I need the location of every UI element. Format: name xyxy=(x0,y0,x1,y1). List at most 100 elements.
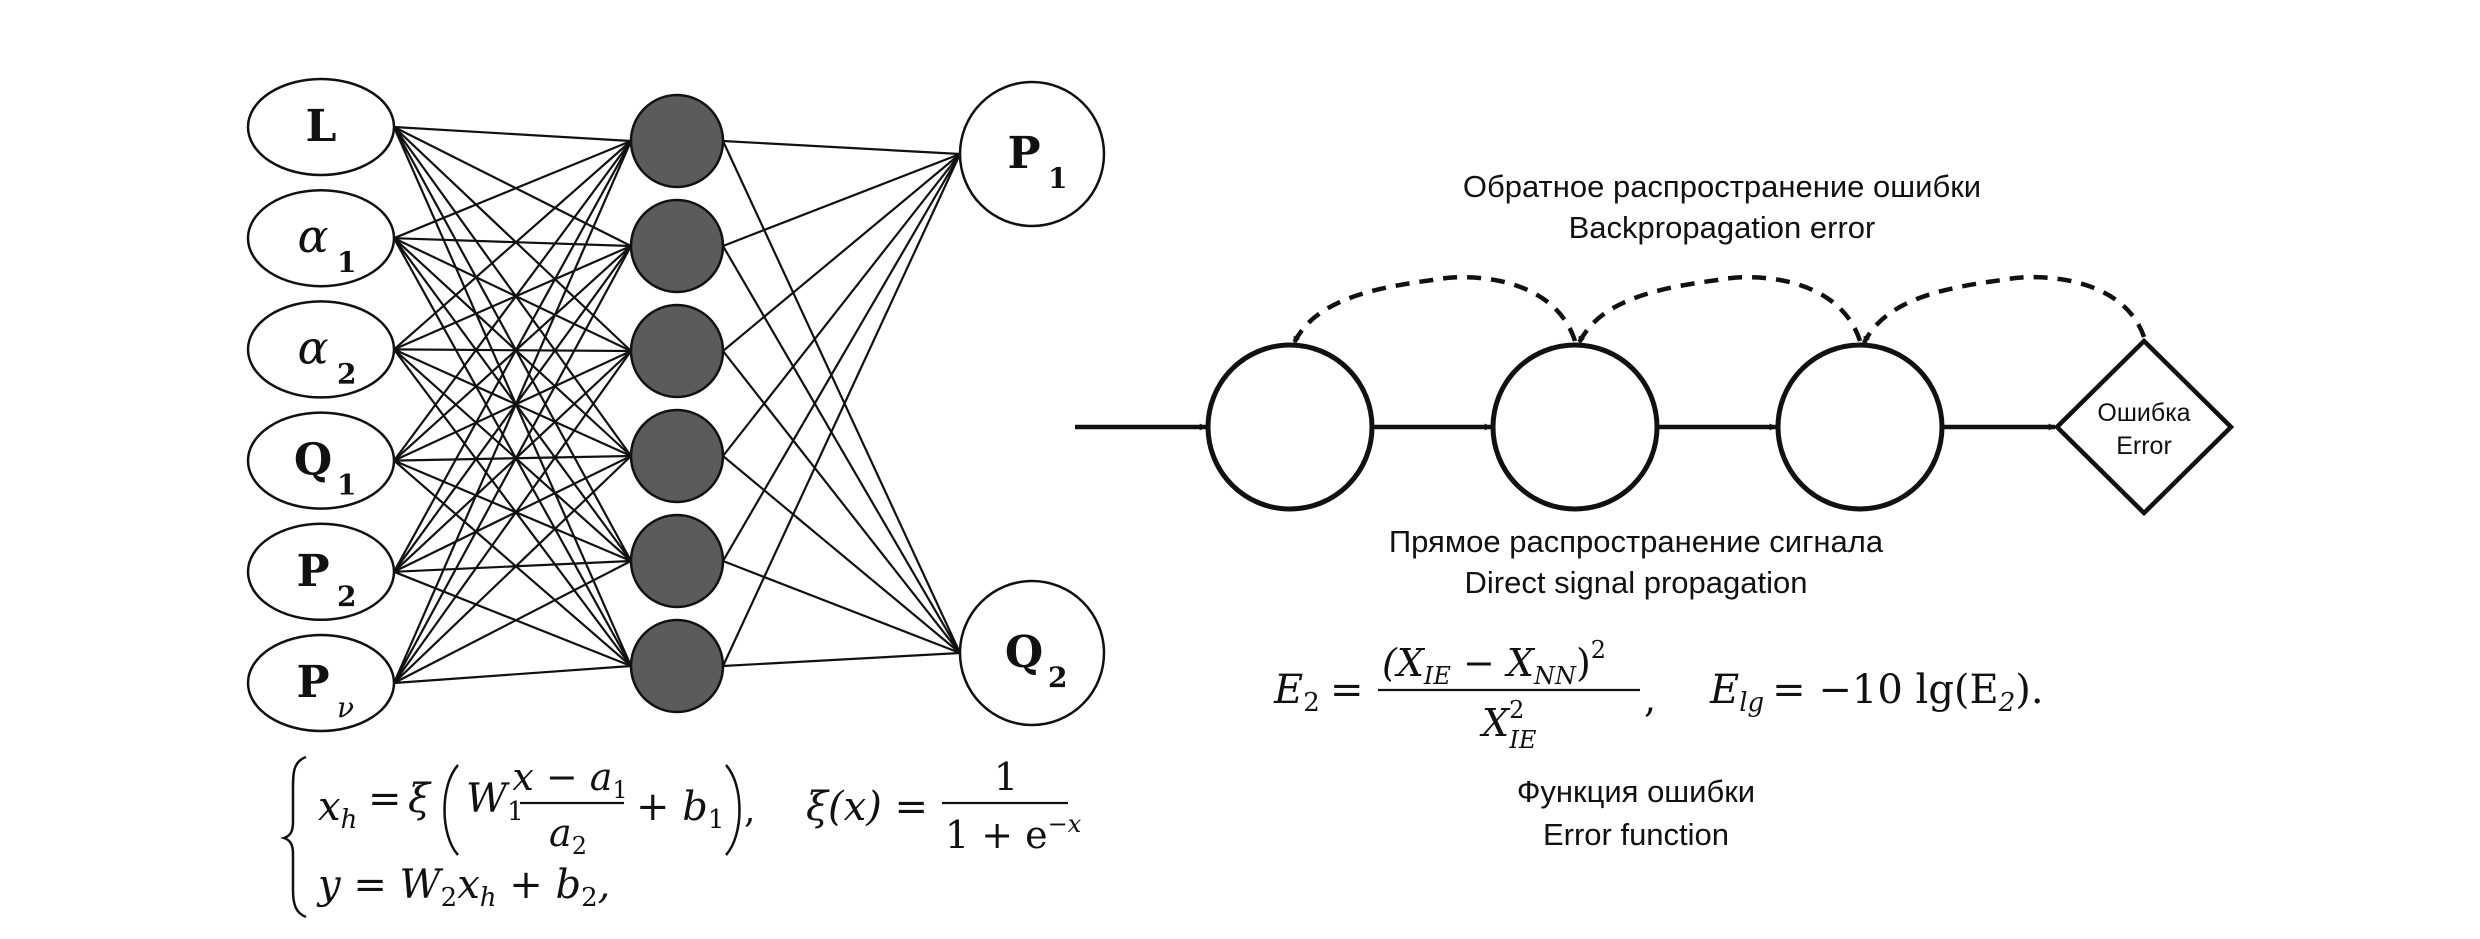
edge-input-2-hidden-0 xyxy=(393,140,632,351)
flow-neuron xyxy=(1490,342,1660,512)
formula-xi: ξ xyxy=(408,776,432,822)
formula-elg: Elg= −10 lg(E2). xyxy=(1709,667,2044,718)
edge-hidden-2-output-1 xyxy=(722,350,961,654)
edge-input-0-hidden-2 xyxy=(393,126,632,352)
edge-input-4-hidden-4 xyxy=(393,559,632,573)
formula-eq-1: = xyxy=(368,776,402,822)
hidden-node xyxy=(629,513,725,609)
input-node-shape xyxy=(246,188,396,288)
error-function-label-ru: Функция ошибки xyxy=(1517,774,1755,809)
input-node-label: Q xyxy=(294,435,332,486)
edge-input-5-hidden-2 xyxy=(393,350,632,684)
hidden-node xyxy=(629,198,725,294)
formula-row2: y = W2xh + b2, xyxy=(316,862,610,913)
error-comma: , xyxy=(1644,677,1656,721)
error-node-label-en: Error xyxy=(2116,432,2172,460)
input-node-subscript: ν xyxy=(337,691,354,724)
formula-plus-b1: + b1 xyxy=(636,784,724,835)
edge-input-4-hidden-5 xyxy=(393,570,632,668)
edge-hidden-4-output-1 xyxy=(722,559,961,655)
edge-input-3-hidden-0 xyxy=(393,140,632,462)
network-formula: xh = ξ W1 x − a1 a2 + b1 , ξ(x) = 1 1 + … xyxy=(280,755,1082,919)
left-brace xyxy=(280,755,307,919)
edge-input-5-hidden-0 xyxy=(392,140,633,684)
formula-e2-eq: = xyxy=(1330,667,1364,713)
edge-input-2-hidden-1 xyxy=(393,244,632,351)
network-connections xyxy=(392,125,961,685)
edge-hidden-3-output-0 xyxy=(722,153,961,457)
edge-input-2-hidden-3 xyxy=(393,348,632,458)
edge-input-2-hidden-5 xyxy=(393,348,632,667)
edge-input-0-hidden-5 xyxy=(392,126,633,667)
edge-hidden-0-output-0 xyxy=(722,139,961,156)
edge-hidden-5-output-0 xyxy=(722,153,961,667)
input-node: L xyxy=(246,77,396,177)
edge-input-5-hidden-5 xyxy=(393,664,632,685)
edge-input-2-hidden-4 xyxy=(393,348,632,562)
edge-input-1-hidden-1 xyxy=(393,237,632,248)
sigmoid-numerator: 1 xyxy=(994,755,1018,799)
edge-input-0-hidden-4 xyxy=(393,126,632,562)
forward-label-en: Direct signal propagation xyxy=(1465,565,1808,600)
edge-input-1-hidden-5 xyxy=(393,237,632,667)
forward-label: Прямое распространение сигнала Direct si… xyxy=(1389,524,1884,600)
flow-neuron xyxy=(1775,342,1945,512)
frac-denominator: a2 xyxy=(549,811,587,860)
frac-numerator: x − a1 xyxy=(512,755,627,804)
edge-hidden-0-output-1 xyxy=(722,140,961,654)
edge-input-4-hidden-3 xyxy=(393,455,632,573)
output-node-subscript: 1 xyxy=(1048,162,1067,195)
edge-hidden-3-output-1 xyxy=(722,455,961,654)
input-node-shape xyxy=(246,300,396,399)
edge-hidden-1-output-0 xyxy=(722,152,961,248)
backprop-arrow xyxy=(1291,274,1578,345)
edge-input-5-hidden-4 xyxy=(393,560,632,684)
input-node-subscript: 2 xyxy=(337,357,356,390)
edge-input-3-hidden-1 xyxy=(393,245,632,462)
error-node-diamond xyxy=(2053,337,2235,517)
edge-input-1-hidden-0 xyxy=(393,139,632,240)
input-node-subscript: 2 xyxy=(337,580,356,613)
formula-xh: xh xyxy=(318,784,357,835)
input-node-shape xyxy=(246,522,396,622)
backprop-label: Обратное распространение ошибки Backprop… xyxy=(1463,169,1981,245)
edge-input-4-hidden-0 xyxy=(393,140,632,573)
edge-hidden-5-output-1 xyxy=(722,651,961,668)
edge-input-3-hidden-3 xyxy=(393,454,632,462)
edge-input-3-hidden-5 xyxy=(393,459,632,667)
backprop-label-en: Backpropagation error xyxy=(1569,210,1876,245)
error-function-label-en: Error function xyxy=(1543,817,1729,852)
edge-input-0-hidden-1 xyxy=(393,126,632,247)
edge-input-5-hidden-3 xyxy=(393,455,632,684)
right-paren xyxy=(725,764,741,856)
edge-input-1-hidden-3 xyxy=(393,237,632,457)
input-node-shape xyxy=(246,633,396,733)
output-node-subscript: 2 xyxy=(1048,661,1067,694)
forward-label-ru: Прямое распространение сигнала xyxy=(1389,524,1884,559)
formula-w1: W1 xyxy=(466,776,524,827)
edge-input-0-hidden-3 xyxy=(393,126,632,457)
hidden-node xyxy=(629,618,725,714)
edge-input-0-hidden-0 xyxy=(393,125,632,143)
edge-input-3-hidden-2 xyxy=(393,350,632,462)
error-node-label-ru: Ошибка xyxy=(2097,399,2190,427)
input-node-subscript: 1 xyxy=(337,469,356,502)
input-node-label: P xyxy=(296,657,329,708)
backprop-label-ru: Обратное распространение ошибки xyxy=(1463,169,1981,204)
input-node-shape xyxy=(246,411,396,510)
edge-input-1-hidden-4 xyxy=(393,237,632,562)
input-node-shape xyxy=(246,77,396,177)
edge-hidden-4-output-0 xyxy=(722,153,961,562)
output-node-shape xyxy=(958,80,1106,228)
edge-input-3-hidden-4 xyxy=(393,459,632,563)
hidden-node xyxy=(629,408,725,504)
